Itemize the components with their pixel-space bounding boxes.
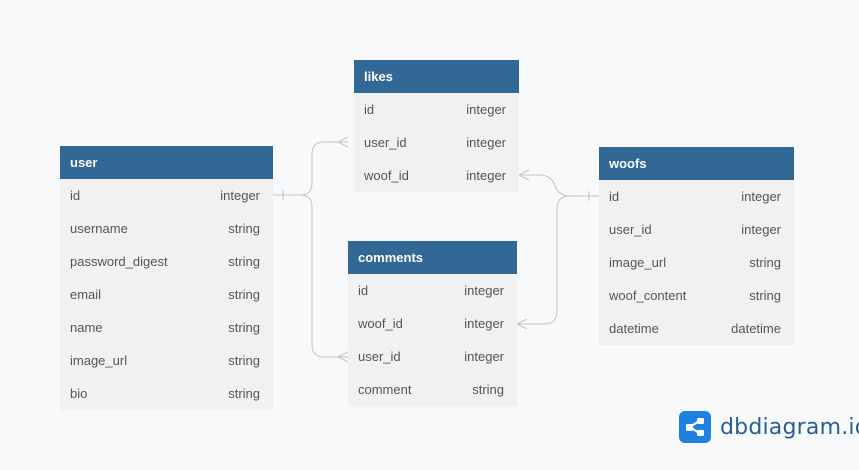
field-row[interactable]: email string [60, 278, 273, 311]
field-row[interactable]: password_digest string [60, 245, 273, 278]
field-name: id [609, 189, 620, 204]
field-row[interactable]: bio string [60, 377, 273, 410]
field-row[interactable]: username string [60, 212, 273, 245]
crowsfoot-comments-woof [516, 318, 528, 330]
brand-text: dbdiagram.io [720, 414, 859, 440]
field-name: id [358, 283, 369, 298]
field-type: integer [466, 102, 506, 117]
field-type: integer [464, 349, 504, 364]
field-name: user_id [364, 135, 407, 150]
field-row[interactable]: user_id integer [354, 126, 519, 159]
field-row[interactable]: name string [60, 311, 273, 344]
field-type: integer [220, 188, 260, 203]
field-type: string [228, 386, 260, 401]
field-row[interactable]: id integer [354, 93, 519, 126]
field-type: integer [464, 283, 504, 298]
field-type: string [228, 353, 260, 368]
field-row[interactable]: user_id integer [348, 340, 517, 373]
dbdiagram-brand[interactable]: dbdiagram.io [679, 410, 859, 444]
field-type: integer [464, 316, 504, 331]
field-name: id [70, 188, 81, 203]
field-type: integer [741, 189, 781, 204]
table-header[interactable]: woofs [599, 147, 794, 180]
field-name: image_url [70, 353, 128, 368]
field-name: email [70, 287, 102, 302]
field-row[interactable]: woof_id integer [354, 159, 519, 192]
field-row[interactable]: woof_id integer [348, 307, 517, 340]
field-row[interactable]: id integer [60, 179, 273, 212]
field-type: string [228, 287, 260, 302]
field-name: woof_id [364, 168, 409, 183]
field-type: string [749, 255, 781, 270]
field-name: id [364, 102, 375, 117]
field-row[interactable]: user_id integer [599, 213, 794, 246]
field-type: integer [741, 222, 781, 237]
field-name: user_id [609, 222, 652, 237]
field-name: user_id [358, 349, 401, 364]
table-user[interactable]: user id integer username string password_d… [60, 146, 273, 410]
connector-user-comments [273, 194, 348, 358]
field-row[interactable]: id integer [599, 180, 794, 213]
connector-user-likes [273, 141, 348, 196]
field-name: comment [358, 382, 412, 397]
dbdiagram-logo-icon [679, 411, 711, 443]
field-type: integer [466, 135, 506, 150]
field-name: datetime [609, 321, 659, 336]
field-type: string [228, 221, 260, 236]
field-name: name [70, 320, 103, 335]
field-row[interactable]: woof_content string [599, 279, 794, 312]
field-type: string [749, 288, 781, 303]
field-name: password_digest [70, 254, 168, 269]
field-type: string [472, 382, 504, 397]
field-name: bio [70, 386, 88, 401]
field-name: woof_id [358, 316, 403, 331]
field-name: woof_content [609, 288, 687, 303]
connector-woofs-likes [519, 174, 599, 197]
table-header[interactable]: comments [348, 241, 517, 274]
field-name: image_url [609, 255, 667, 270]
field-row[interactable]: comment string [348, 373, 517, 406]
connector-woofs-comments [517, 195, 599, 325]
field-type: string [228, 254, 260, 269]
crowsfoot-comments-user [337, 351, 349, 363]
table-header[interactable]: user [60, 146, 273, 179]
table-woofs[interactable]: woofs id integer user_id integer image_url… [599, 147, 794, 345]
field-type: datetime [731, 321, 781, 336]
field-name: username [70, 221, 128, 236]
field-type: string [228, 320, 260, 335]
crowsfoot-likes-user [337, 136, 349, 148]
field-row[interactable]: image_url string [599, 246, 794, 279]
field-row[interactable]: id integer [348, 274, 517, 307]
crowsfoot-likes-woof [518, 169, 530, 181]
field-type: integer [466, 168, 506, 183]
field-row[interactable]: datetime datetime [599, 312, 794, 345]
field-row[interactable]: image_url string [60, 344, 273, 377]
table-header[interactable]: likes [354, 60, 519, 93]
